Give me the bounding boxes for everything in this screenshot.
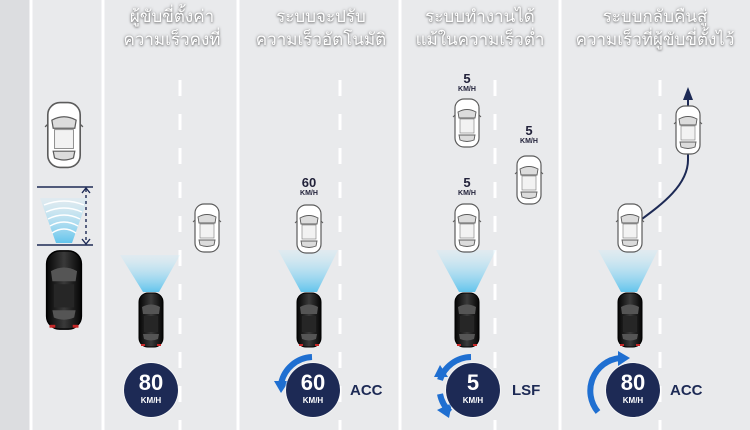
speed-value: 60 <box>301 175 317 190</box>
panel-heading: ผู้ขับขี่ตั้งค่า ความเร็วคงที่ <box>112 6 232 52</box>
lead-car <box>44 101 84 169</box>
speed-unit: KM/H <box>458 86 476 93</box>
speed-value: 5 <box>463 175 471 190</box>
set-speed-badge: 80 KM/H <box>124 363 178 417</box>
heading-line: แม้ในความเร็วต่ำ <box>415 30 545 50</box>
set-speed-badge: 60 KM/H <box>286 363 340 417</box>
heading-line: ผู้ขับขี่ตั้งค่า <box>129 7 215 27</box>
lead-car <box>192 203 222 253</box>
sensor-beam <box>278 250 338 292</box>
speed-decrease-arrow <box>274 354 313 393</box>
path-arrowhead <box>683 87 693 100</box>
lead-car <box>615 203 645 253</box>
ego-car <box>138 292 164 348</box>
lead-car <box>452 98 482 148</box>
panel-heading: ระบบกลับคืนสู่ ความเร็วที่ผู้ขับขี่ตั้งไ… <box>562 6 748 52</box>
adjacent-car-speed-tag: 5 KM/H <box>514 124 544 145</box>
stop-go-arrows <box>434 354 472 418</box>
lead-car-speed-tag: 60 KM/H <box>294 176 324 197</box>
badge-speed-value: 60 <box>300 370 326 395</box>
adjacent-car <box>514 155 544 205</box>
panel-heading: ระบบจะปรับ ความเร็วอัตโนมัติ <box>246 6 396 52</box>
ego-car <box>45 250 83 330</box>
mode-label: ACC <box>670 382 703 399</box>
panel-heading: ระบบทำงานได้ แม้ในความเร็วต่ำ <box>404 6 556 52</box>
heading-line: ระบบกลับคืนสู่ <box>602 7 708 27</box>
radar-waves <box>40 198 88 243</box>
badge-speed-value: 80 <box>620 370 646 395</box>
heading-line: ระบบทำงานได้ <box>425 7 535 27</box>
speed-unit: KM/H <box>520 138 538 145</box>
heading-line: ความเร็วที่ผู้ขับขี่ตั้งไว้ <box>575 30 735 50</box>
lead-car <box>294 204 324 254</box>
ego-car <box>617 292 643 348</box>
speed-increase-arrow <box>587 351 630 414</box>
ego-car <box>454 292 480 348</box>
lead-car-speed-tag: 5 KM/H <box>452 176 482 197</box>
heading-line: ความเร็วอัตโนมัติ <box>255 30 387 50</box>
set-speed-badge: 5 KM/H <box>446 363 500 417</box>
speed-unit: KM/H <box>458 190 476 197</box>
badge-speed-value: 80 <box>138 370 164 395</box>
badge-speed-unit: KM/H <box>140 396 162 405</box>
sensor-beam <box>120 255 180 292</box>
mode-label: LSF <box>512 382 541 399</box>
ego-car <box>296 292 322 348</box>
lead-car <box>452 203 482 253</box>
distance-marker <box>37 186 93 246</box>
badge-speed-unit: KM/H <box>622 396 644 405</box>
sensor-beam <box>436 250 496 292</box>
lead-car <box>673 105 703 155</box>
badge-speed-unit: KM/H <box>462 396 484 405</box>
heading-line: ความเร็วคงที่ <box>123 30 221 50</box>
heading-line: ระบบจะปรับ <box>276 7 366 27</box>
set-speed-badge: 80 KM/H <box>606 363 660 417</box>
lead-car-speed-tag: 5 KM/H <box>452 72 482 93</box>
badge-speed-unit: KM/H <box>302 396 324 405</box>
sensor-beam <box>598 250 658 292</box>
speed-value: 5 <box>525 123 533 138</box>
mode-label: ACC <box>350 382 383 399</box>
road-shoulder <box>0 0 30 430</box>
badge-speed-value: 5 <box>466 370 480 395</box>
speed-value: 5 <box>463 71 471 86</box>
speed-unit: KM/H <box>300 190 318 197</box>
